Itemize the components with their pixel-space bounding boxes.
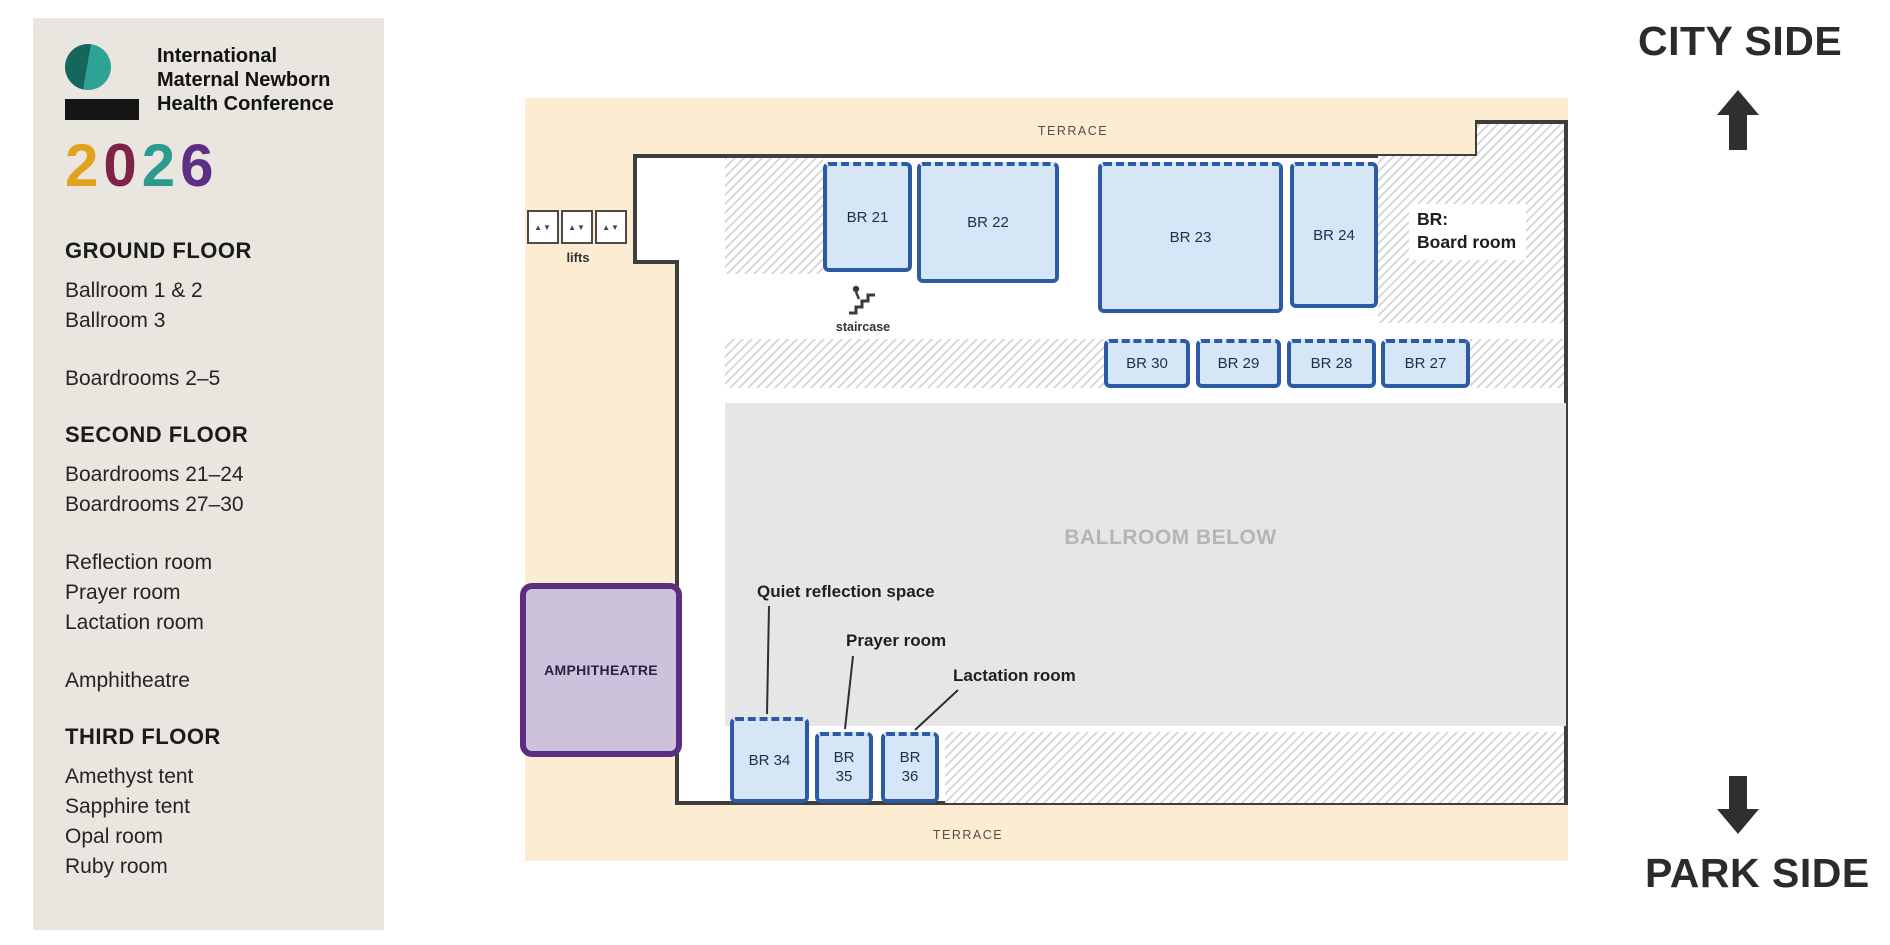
room-br-21: BR 21 xyxy=(823,162,912,272)
boardroom-legend: BR: Board room xyxy=(1409,204,1527,260)
year-digit: 0 xyxy=(103,132,142,199)
room-label: BR 35 xyxy=(833,748,855,785)
north-arrow-icon xyxy=(1717,90,1759,155)
leader-line-lactation-room xyxy=(914,689,959,731)
floor-room-cluster: Boardrooms 2–5 xyxy=(65,364,364,394)
conference-name-line1: International xyxy=(157,45,278,67)
room-label: BR 27 xyxy=(1404,355,1447,372)
floor-room-item: Boardrooms 27–30 xyxy=(65,493,244,516)
room-br-28: BR 28 xyxy=(1287,339,1376,388)
room-br-22: BR 22 xyxy=(917,162,1059,283)
room-label: BR 29 xyxy=(1217,355,1260,372)
floor-room-item: Reflection room xyxy=(65,551,213,574)
floor-group-second: SECOND FLOOR Boardrooms 21–24 Boardrooms… xyxy=(65,422,364,696)
floor-room-item: Ballroom 1 & 2 xyxy=(65,279,203,302)
ballroom-below-area xyxy=(725,403,1566,726)
floor-room-cluster: Ballroom 1 & 2 Ballroom 3 xyxy=(65,276,364,336)
sidebar: International Maternal Newborn Health Co… xyxy=(33,18,384,930)
floor-legend-list: GROUND FLOOR Ballroom 1 & 2 Ballroom 3 B… xyxy=(65,238,364,882)
floor-group-ground: GROUND FLOOR Ballroom 1 & 2 Ballroom 3 B… xyxy=(65,238,364,394)
park-side-label: PARK SIDE xyxy=(1645,850,1870,896)
room-br-29: BR 29 xyxy=(1196,339,1281,388)
year-digit: 2 xyxy=(141,132,181,199)
floor-group-title: GROUND FLOOR xyxy=(65,238,252,263)
logo-circle-icon xyxy=(65,44,111,90)
floor-plan: TERRACE TERRACE BALLROOM BELOW BR: Board… xyxy=(520,98,1568,861)
room-amphitheatre: AMPHITHEATRE xyxy=(520,583,682,757)
leader-line-quiet-reflection xyxy=(766,605,770,715)
conference-name-line2: Maternal Newborn xyxy=(157,69,331,91)
floor-group-third: THIRD FLOOR Amethyst tent Sapphire tent … xyxy=(65,724,364,882)
year-digit: 2 xyxy=(65,132,104,199)
logo-mark xyxy=(65,44,145,120)
terrace-label-bottom: TERRACE xyxy=(932,828,1004,842)
conference-logo: International Maternal Newborn Health Co… xyxy=(65,44,364,120)
hatch-region-mid-left xyxy=(725,339,1104,388)
floor-room-item: Opal room xyxy=(65,825,164,848)
legend-abbreviation: BR: xyxy=(1417,209,1449,229)
conference-name: International Maternal Newborn Health Co… xyxy=(157,44,334,116)
floor-group-title: THIRD FLOOR xyxy=(65,724,221,749)
floor-room-cluster: Amethyst tent Sapphire tent Opal room Ru… xyxy=(65,762,364,882)
staircase-icon xyxy=(847,281,877,320)
callout-lactation-room: Lactation room xyxy=(953,666,1076,685)
room-label: BR 23 xyxy=(1169,229,1212,246)
lift-door-icon: ▲▼ xyxy=(527,210,559,244)
leader-line-prayer-room xyxy=(844,655,854,730)
callout-prayer-room: Prayer room xyxy=(846,631,947,650)
floor-room-item: Boardrooms 21–24 xyxy=(65,463,244,486)
floor-room-item: Lactation room xyxy=(65,611,204,634)
room-label: BR 34 xyxy=(748,751,791,769)
room-label: BR 22 xyxy=(967,214,1009,231)
room-label: BR 28 xyxy=(1310,355,1353,372)
legend-meaning: Board room xyxy=(1417,231,1517,252)
floor-room-item: Prayer room xyxy=(65,581,181,604)
floor-room-item: Amethyst tent xyxy=(65,765,194,788)
room-br-23: BR 23 xyxy=(1098,162,1283,313)
city-side-label: CITY SIDE xyxy=(1638,18,1843,64)
room-label: BR 21 xyxy=(846,208,889,226)
terrace-label-top: TERRACE xyxy=(1037,124,1109,138)
room-br-36: BR 36 xyxy=(881,732,939,803)
room-br-30: BR 30 xyxy=(1104,339,1190,388)
room-label: BR 24 xyxy=(1313,226,1355,244)
lift-door-icon: ▲▼ xyxy=(595,210,627,244)
year-digit: 6 xyxy=(180,132,219,199)
floor-room-item: Sapphire tent xyxy=(65,795,190,818)
lifts-icon: ▲▼ ▲▼ ▲▼ xyxy=(527,210,627,244)
logo-bar-icon xyxy=(65,99,139,120)
floor-room-cluster: Boardrooms 21–24 Boardrooms 27–30 xyxy=(65,460,364,520)
callout-quiet-reflection-space: Quiet reflection space xyxy=(757,582,935,601)
staircase-label: staircase xyxy=(835,320,891,334)
lifts-label: lifts xyxy=(566,250,590,265)
room-br-34: BR 34 xyxy=(730,717,809,803)
floor-room-item: Boardrooms 2–5 xyxy=(65,367,221,390)
conference-year: 2026 xyxy=(65,136,364,196)
floor-room-item: Ballroom 3 xyxy=(65,309,166,332)
room-br-24: BR 24 xyxy=(1290,162,1378,308)
room-label: BR 36 xyxy=(899,748,921,785)
room-label: BR 30 xyxy=(1126,355,1168,372)
floor-room-item: Ruby room xyxy=(65,855,168,878)
amphitheatre-label: AMPHITHEATRE xyxy=(544,662,658,678)
conference-name-line3: Health Conference xyxy=(157,93,334,115)
floor-room-cluster: Amphitheatre xyxy=(65,666,364,696)
hatch-region-mid-right xyxy=(1470,339,1564,388)
hatch-region-bottom xyxy=(945,732,1564,803)
hatch-region-top-left xyxy=(725,158,823,274)
lift-door-icon: ▲▼ xyxy=(561,210,593,244)
room-br-35: BR 35 xyxy=(815,732,873,803)
floor-room-cluster: Reflection room Prayer room Lactation ro… xyxy=(65,548,364,638)
floor-group-title: SECOND FLOOR xyxy=(65,422,249,447)
room-br-27: BR 27 xyxy=(1381,339,1470,388)
south-arrow-icon xyxy=(1717,776,1759,839)
floor-room-item: Amphitheatre xyxy=(65,669,190,692)
